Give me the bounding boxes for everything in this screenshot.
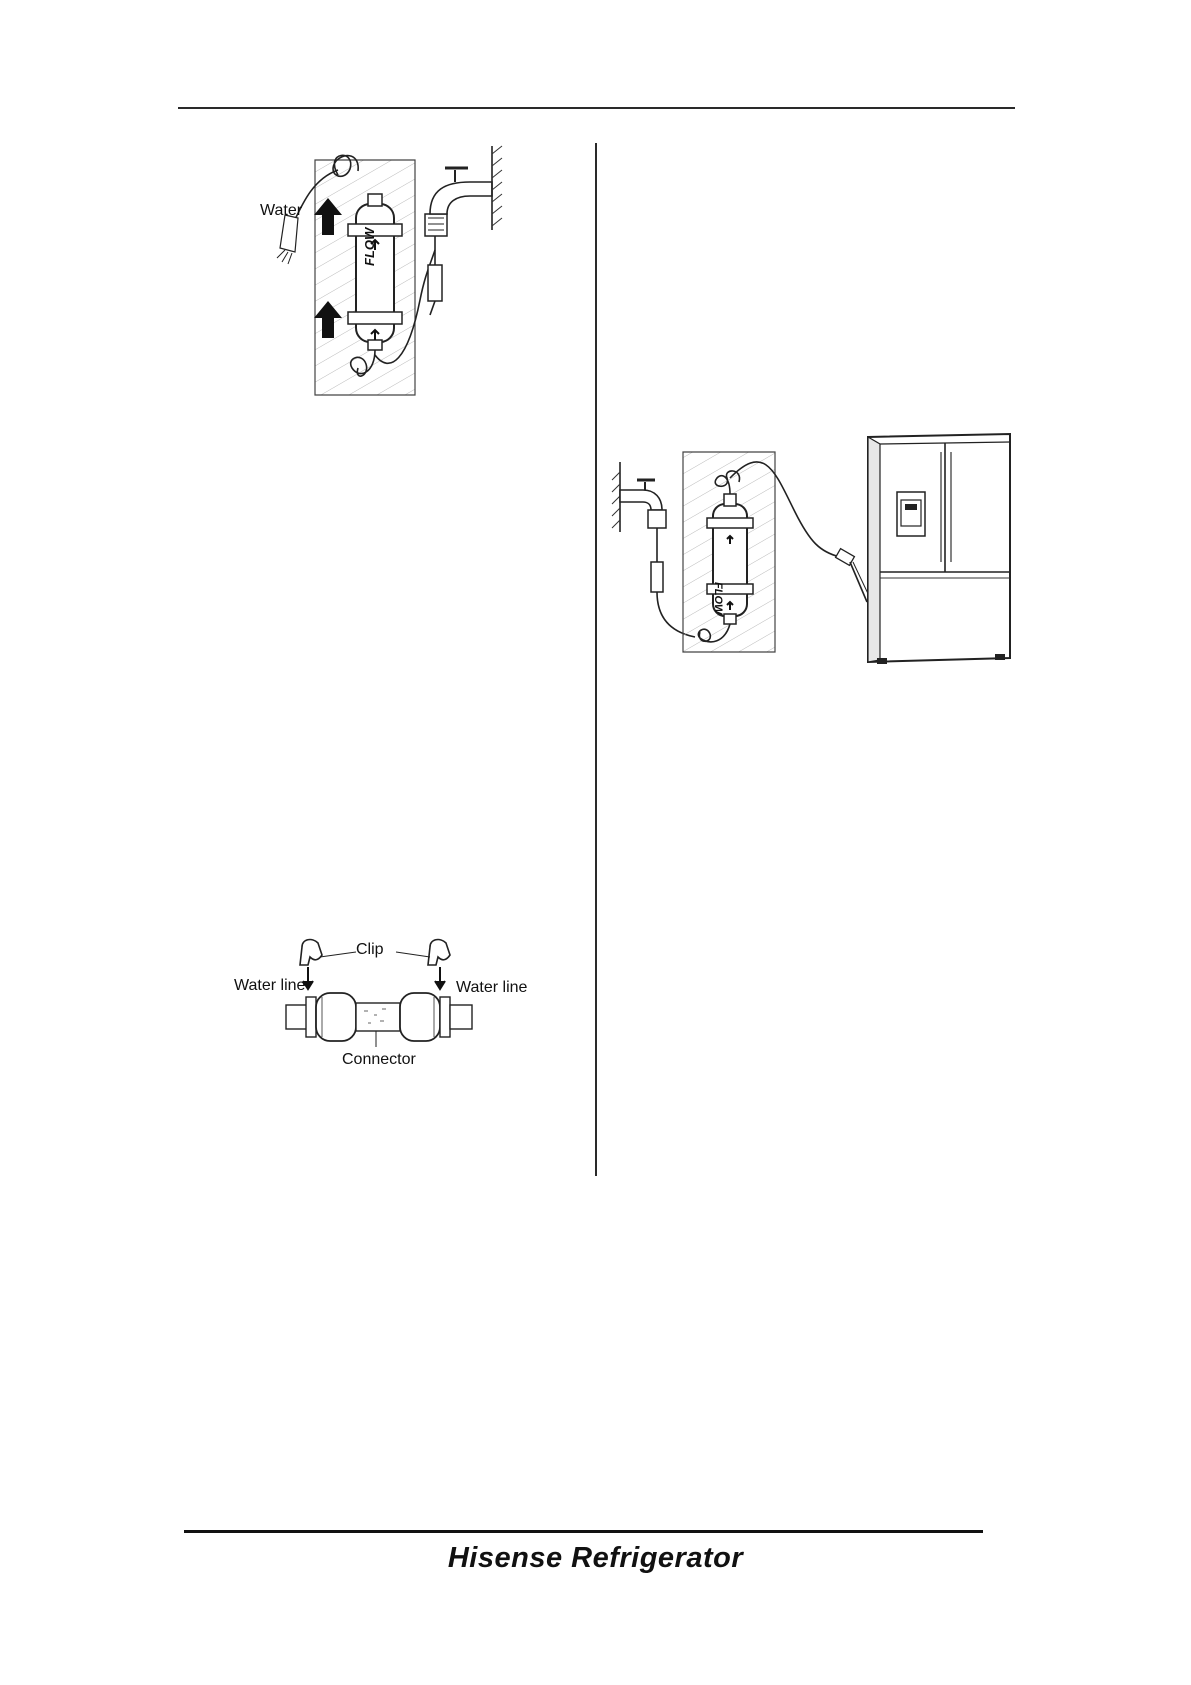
flow-label-vertical-2: FLOW xyxy=(712,582,724,614)
clip-label: Clip xyxy=(356,941,384,959)
column-divider xyxy=(595,143,597,1176)
connector-label: Connector xyxy=(342,1051,416,1069)
water-line-right-label: Water line xyxy=(456,979,527,997)
figure-filter-to-refrigerator: FLOW xyxy=(615,432,1015,672)
header-rule xyxy=(178,107,1015,109)
figure-quick-connector: Clip Water line Water line Connector xyxy=(230,935,540,1075)
filter-wall-mount-illustration xyxy=(230,140,530,410)
figure-filter-wall-mount: Water FLOW xyxy=(230,140,530,410)
water-label: Water xyxy=(260,202,302,220)
flow-label-vertical: FLOW xyxy=(362,228,377,266)
footer-brand: Hisense Refrigerator xyxy=(0,1542,1191,1575)
footer-rule xyxy=(184,1530,983,1533)
water-line-left-label: Water line xyxy=(234,977,305,995)
filter-refrigerator-illustration xyxy=(615,432,1015,672)
